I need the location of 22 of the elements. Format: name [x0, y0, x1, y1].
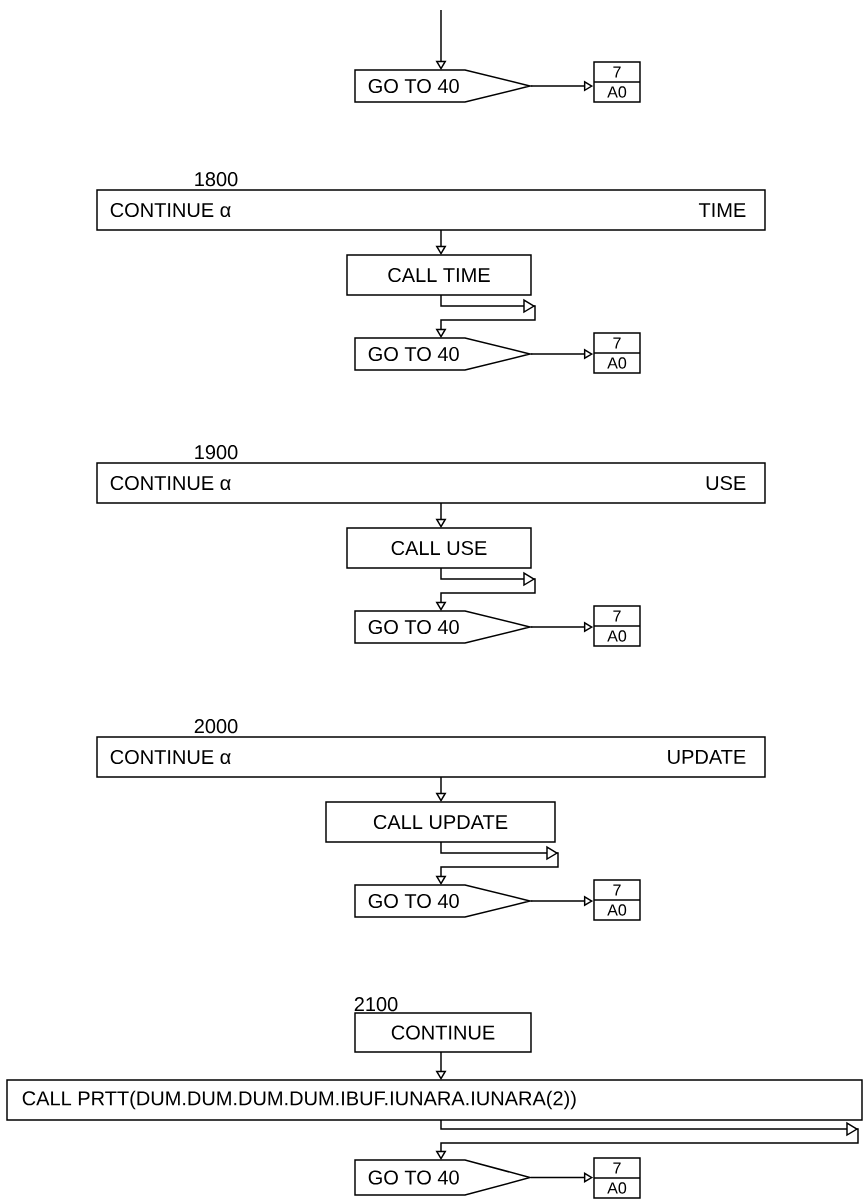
connector-box: 7 A0	[593, 605, 641, 647]
statement-number: 1900	[195, 445, 238, 460]
process-box: CONTINUE α TIME	[96, 189, 766, 231]
statement-number: 2100	[354, 997, 398, 1012]
process-box: CONTINUE	[354, 1012, 532, 1053]
goto-box: GO TO 40	[354, 337, 534, 371]
process-box: CALL PRTT(DUM.DUM.DUM.DUM.IBUF.IUNARA.IUNARA(2))	[6, 1079, 863, 1121]
process-box: CALL UPDATE	[325, 801, 556, 843]
process-box: CONTINUE α UPDATE	[96, 736, 766, 778]
connector-box: 7 A0	[593, 332, 641, 374]
goto-box: GO TO 40	[354, 69, 534, 103]
statement-number: 2000	[194, 719, 238, 734]
process-box: CALL USE	[346, 527, 532, 569]
connector-box: 7 A0	[593, 1157, 641, 1199]
process-box: CONTINUE α USE	[96, 462, 766, 504]
goto-box: GO TO 40	[354, 610, 534, 644]
goto-box: GO TO 40	[354, 1159, 533, 1196]
goto-box: GO TO 40	[354, 884, 534, 918]
statement-number: 1800	[195, 172, 238, 187]
connector-box: 7 A0	[593, 61, 641, 103]
connector-box: 7 A0	[593, 879, 641, 921]
process-box: CALL TIME	[346, 254, 532, 296]
